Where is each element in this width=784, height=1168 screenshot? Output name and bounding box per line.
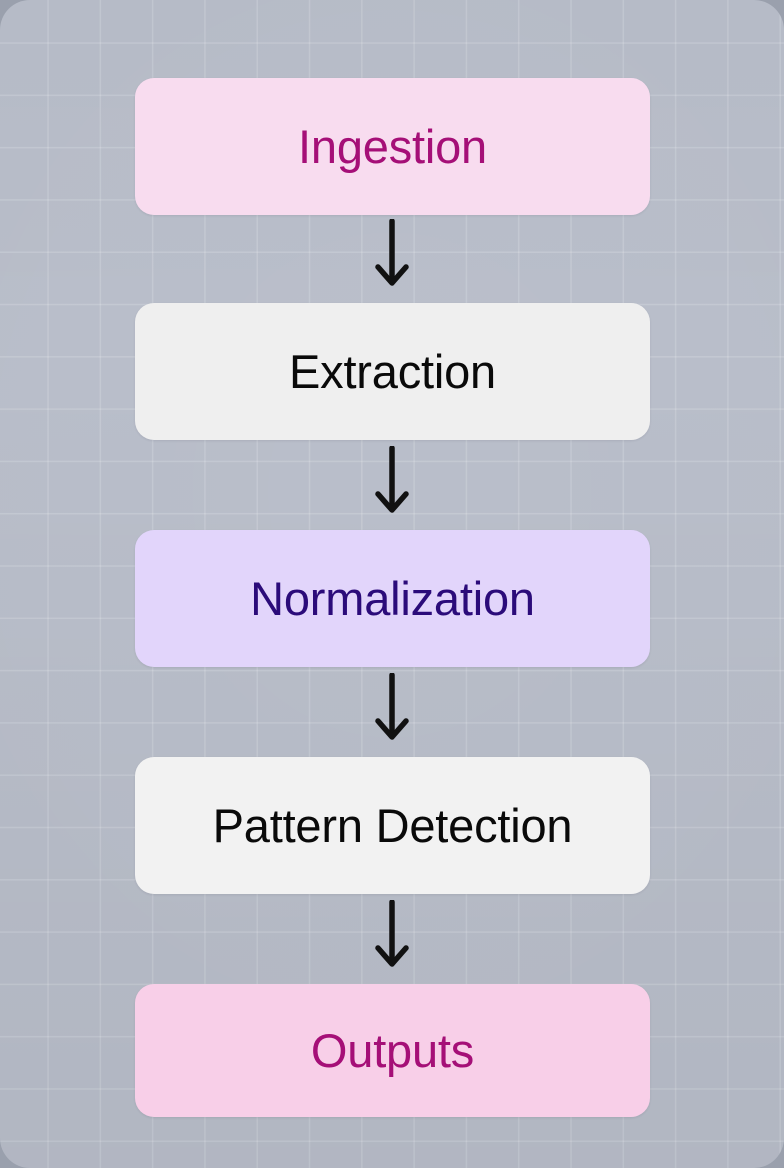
flow-node-extraction[interactable]: Extraction (135, 303, 650, 440)
arrow-down-icon (370, 446, 414, 516)
flow-node-label: Extraction (289, 345, 496, 398)
flow-node-label: Pattern Detection (212, 799, 573, 852)
flow-node-label: Ingestion (298, 120, 487, 173)
arrow-down-icon (370, 900, 414, 970)
flow-node-outputs[interactable]: Outputs (135, 984, 650, 1117)
flow-node-ingestion[interactable]: Ingestion (135, 78, 650, 215)
flow-node-label: Outputs (310, 1024, 475, 1077)
flow-node-pattern-detection[interactable]: Pattern Detection (135, 757, 650, 894)
flow-node-normalization[interactable]: Normalization (135, 530, 650, 667)
arrow-down-icon (370, 219, 414, 289)
flow-node-label: Normalization (250, 572, 535, 625)
arrow-down-icon (370, 673, 414, 743)
